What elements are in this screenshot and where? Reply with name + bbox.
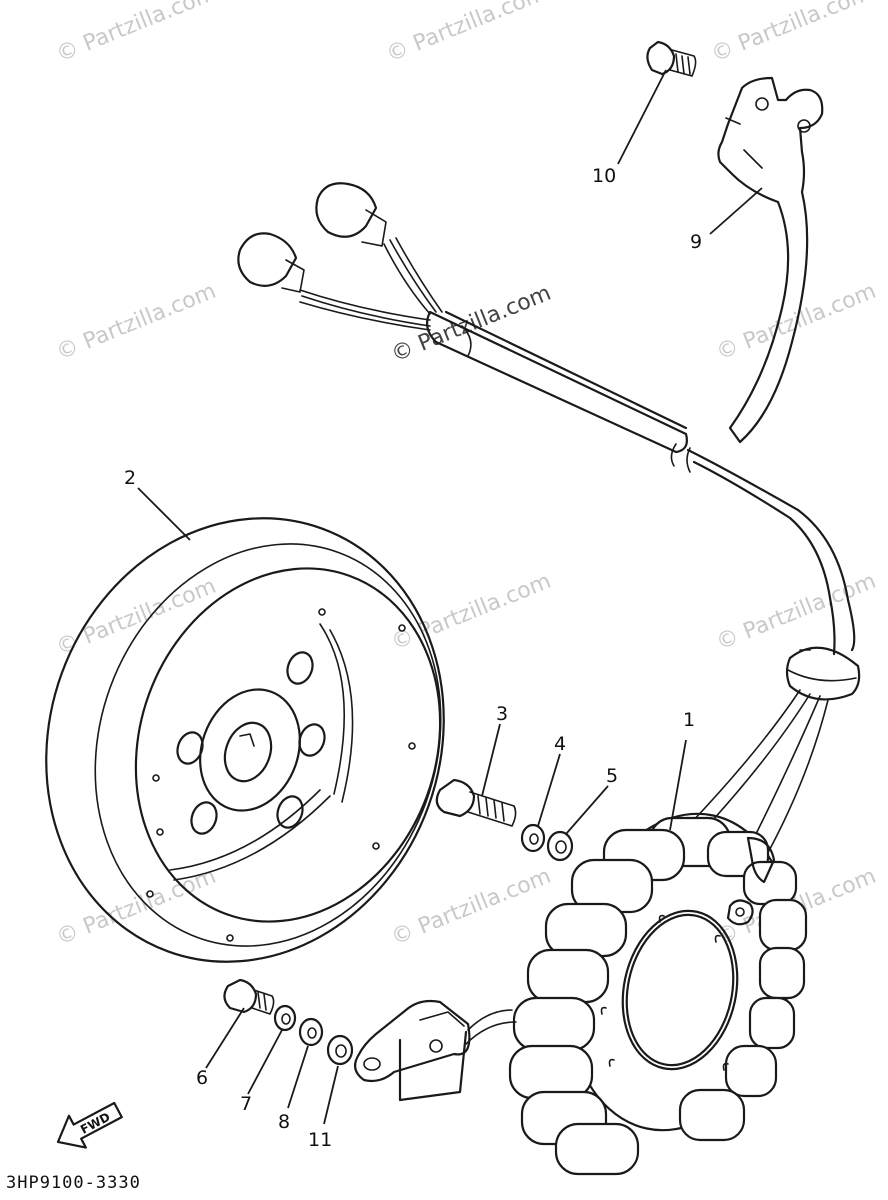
wire-harness xyxy=(237,182,861,861)
watermark-8: © Partzilla.com xyxy=(388,569,555,656)
watermark-4: © Partzilla.com xyxy=(53,279,220,366)
watermark-2: © Partzilla.com xyxy=(383,0,550,68)
watermark-3: © Partzilla.com xyxy=(708,0,875,68)
leader-4 xyxy=(537,753,561,827)
leader-10 xyxy=(617,69,667,165)
callout-labels: 1 2 3 4 5 6 7 8 9 10 11 xyxy=(124,165,702,1151)
leader-5 xyxy=(565,785,609,835)
callout-8: 8 xyxy=(278,1111,290,1133)
part-1-stator xyxy=(508,812,808,1176)
callout-1: 1 xyxy=(683,709,695,731)
part-11-washer xyxy=(326,1034,354,1066)
watermark-1: © Partzilla.com xyxy=(53,0,220,68)
part-7-washer xyxy=(273,1004,297,1032)
leader-lines xyxy=(137,69,763,1125)
leader-3 xyxy=(481,723,501,797)
part-4-washer xyxy=(520,823,546,853)
callout-2: 2 xyxy=(124,467,136,489)
watermark-7: © Partzilla.com xyxy=(53,574,220,661)
callout-6: 6 xyxy=(196,1067,208,1089)
watermark-11: © Partzilla.com xyxy=(388,864,555,951)
callout-3: 3 xyxy=(496,703,508,725)
part-8-washer xyxy=(298,1017,324,1047)
callout-4: 4 xyxy=(554,733,566,755)
part-code: 3HP9100-3330 xyxy=(6,1173,141,1193)
pickup-coil xyxy=(353,999,517,1102)
leader-8 xyxy=(287,1045,309,1109)
callout-11: 11 xyxy=(308,1129,332,1151)
callout-10: 10 xyxy=(592,165,616,187)
leader-7 xyxy=(247,1029,283,1095)
leader-11 xyxy=(323,1065,339,1125)
part-2-rotor xyxy=(45,517,445,963)
leader-1 xyxy=(669,739,687,831)
part-5-washer xyxy=(546,830,574,862)
part-3-bolt xyxy=(435,778,517,827)
callout-9: 9 xyxy=(690,231,702,253)
leader-2 xyxy=(137,487,191,541)
watermarks: © Partzilla.com © Partzilla.com © Partzi… xyxy=(53,0,880,951)
part-9-bracket xyxy=(717,76,824,444)
callout-7: 7 xyxy=(240,1093,252,1115)
leader-6 xyxy=(205,1007,245,1069)
fwd-arrow: FWD xyxy=(56,1101,123,1149)
callout-5: 5 xyxy=(606,765,618,787)
part-10-screw xyxy=(646,40,697,77)
leader-9 xyxy=(709,187,763,235)
part-6-screw xyxy=(223,978,275,1015)
